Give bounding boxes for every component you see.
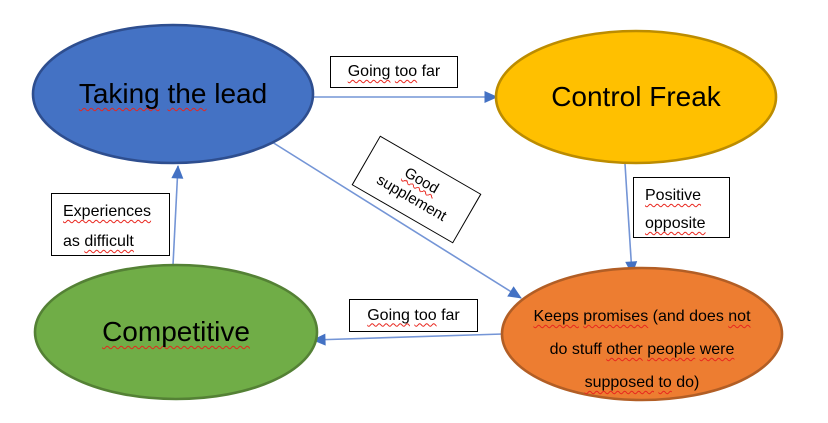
edge-label-experiences-as-difficult[interactable]: Experiences as difficult (51, 193, 170, 256)
text-segment: too (394, 63, 418, 80)
edge-label-text-line: Positive (645, 182, 729, 210)
text-segment: Positive (645, 187, 702, 204)
text-segment: Going (347, 63, 391, 80)
connector-lead-to-keepspromises[interactable] (271, 141, 522, 299)
edge-label-text: Going too far (367, 307, 460, 325)
edge-label-going-too-far-bottom[interactable]: Going too far (349, 299, 478, 332)
edge-label-going-too-far-top[interactable]: Going too far (330, 56, 458, 88)
ellipse-taking-the-lead[interactable] (31, 23, 315, 165)
ellipse-competitive[interactable] (33, 263, 319, 401)
edge-label-positive-opposite[interactable]: Positive opposite (633, 177, 730, 238)
connector-keepspromises-to-competitive[interactable] (312, 333, 504, 346)
edge-label-text-line: Experiences (63, 197, 169, 227)
connector-competitive-to-lead[interactable] (171, 165, 184, 266)
edge-label-text: Going too far (348, 63, 441, 81)
connector-controlfreak-to-keepspromises[interactable] (624, 163, 638, 275)
text-segment: too (414, 306, 437, 324)
text-segment: as (63, 233, 85, 250)
ellipse-keeps-promises[interactable] (500, 266, 784, 402)
text-segment: far (417, 63, 441, 80)
text-segment: far (436, 306, 460, 324)
ellipse-control-freak[interactable] (494, 29, 778, 165)
edge-label-text-line: as difficult (63, 227, 169, 257)
text-segment: difficult (84, 233, 134, 250)
text-segment: Experiences (63, 203, 152, 220)
text-segment: opposite (645, 215, 706, 232)
edge-label-text-line: opposite (645, 210, 729, 238)
text-segment: Going (367, 306, 410, 324)
